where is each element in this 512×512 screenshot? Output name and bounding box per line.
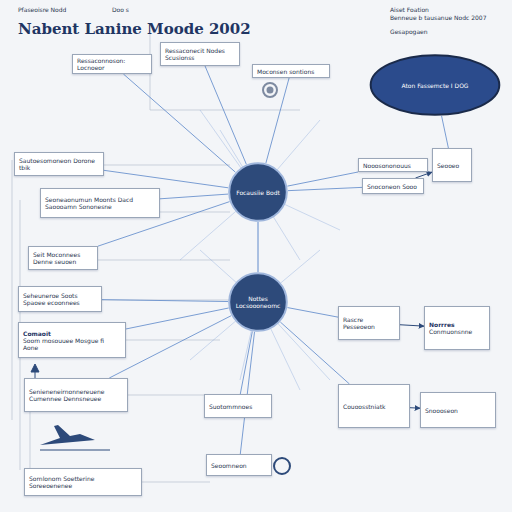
- radiating-lines: [180, 110, 340, 390]
- process-box: Seit Moconnees Denne seuoen: [28, 246, 98, 270]
- process-box: Seoomneon: [206, 454, 272, 476]
- node-text: Nottes Locsoooneomc: [232, 295, 284, 309]
- connector-line: [205, 66, 246, 164]
- node-text: Ressaconecit Nodes Scusionss: [165, 47, 235, 61]
- panel-box: Snoconeon Sooo: [362, 178, 424, 194]
- note-label: Gesapogaen: [390, 28, 428, 35]
- process-box: ComaoitSoom mosouuee Mosgue fi Aone: [18, 322, 126, 358]
- connector-line: [160, 194, 228, 199]
- connector-line: [400, 325, 424, 326]
- node-text: Seit Moconnees Denne seuoen: [33, 251, 93, 265]
- diagram-title: Nabent Lanine Moode 2002: [18, 20, 251, 38]
- connector-line: [126, 308, 229, 329]
- panel-box: Couoosstniatk: [338, 384, 410, 428]
- guide-lines: [12, 30, 300, 482]
- note-label: Aiset Foation: [390, 6, 429, 13]
- connector-line: [102, 300, 228, 302]
- connector-line: [442, 116, 449, 148]
- gear-icon: [263, 83, 277, 97]
- note-label: Benneue b tausanue Nodc 2007: [390, 14, 487, 21]
- connector-line: [288, 187, 362, 190]
- node-text: Sautoesomoneon Dorone tbik: [19, 157, 99, 171]
- connector-line: [104, 170, 228, 187]
- node-text: Ressaconnoson: Locnoeor: [77, 57, 147, 71]
- node-text: Rascre Pesseoeon: [343, 316, 395, 330]
- panel-box: Rascre Pesseoeon: [338, 306, 400, 340]
- connector-line: [258, 222, 259, 272]
- note-label: Pfaseoisre Nodd: [18, 6, 66, 13]
- node-text: Seoneaonumun Moonts Dacd Saoooamn Sonone…: [45, 196, 155, 210]
- node-text: Focausiie Bodt: [236, 189, 280, 196]
- main-ellipse: Aton Fassemcte I DOG: [368, 54, 502, 116]
- node-text: Comaoit: [23, 330, 51, 337]
- connector-line: [410, 407, 420, 408]
- node-text: Couoosstniatk: [343, 403, 386, 410]
- node-text: Seooeo: [437, 162, 459, 169]
- connector-line: [287, 172, 358, 186]
- node-text: Senieneneirnonnereuene Cumennee Dennsneu…: [29, 388, 123, 402]
- node-text: Snoooseon: [425, 407, 458, 414]
- process-box: Nooosononouus: [358, 158, 428, 172]
- connector-line: [287, 308, 338, 318]
- process-box: Moconsen sontions: [252, 64, 330, 78]
- node-text: Aton Fassemcte I DOG: [401, 82, 468, 89]
- panel-box: Snoooseon: [420, 392, 496, 428]
- process-box: Sornlonom Soetterine Soreeoenenee: [24, 468, 142, 496]
- process-box: Seheuneroe Soots Spaoee ecoonnees: [18, 286, 102, 312]
- note-label: Doo s: [112, 6, 129, 13]
- connector-line: [109, 316, 231, 378]
- node-text: Seoomneon: [211, 462, 247, 469]
- node-text: Nooosononouus: [363, 162, 411, 169]
- hub-circle: Focausiie Bodt: [228, 162, 288, 222]
- process-box: Sautoesomoneon Dorone tbik: [14, 152, 104, 176]
- panel-box: NorrresConmuonsnne: [424, 306, 490, 350]
- node-text: Soom mosouuee Mosgue fi Aone: [23, 337, 121, 351]
- connector-line: [123, 74, 235, 172]
- process-box: Seoneaonumun Moonts Dacd Saoooamn Sonone…: [40, 188, 160, 218]
- process-box: Ressaconecit Nodes Scusionss: [160, 42, 240, 66]
- process-box: Suotommnoes: [204, 394, 272, 418]
- node-text: Moconsen sontions: [257, 68, 314, 75]
- node-text: Conmuonsnne: [429, 328, 472, 335]
- node-text: Norrres: [429, 321, 455, 328]
- plane-symbol: [40, 425, 110, 450]
- card-box: Seooeo: [432, 148, 472, 182]
- node-text: Sornlonom Soetterine Soreeoenenee: [29, 475, 137, 489]
- node-text: Suotommnoes: [209, 403, 252, 410]
- node-text: Snoconeon Sooo: [367, 183, 417, 190]
- hub-circle: Nottes Locsoooneomc: [228, 272, 288, 332]
- node-text: Seheuneroe Soots Spaoee ecoonnees: [23, 292, 97, 306]
- process-box: Senieneneirnonnereuene Cumennee Dennsneu…: [24, 378, 128, 412]
- ring-symbol: [274, 458, 290, 474]
- connector-line: [240, 332, 254, 454]
- connector-line: [266, 78, 289, 163]
- process-box: Ressaconnoson: Locnoeor: [72, 54, 152, 74]
